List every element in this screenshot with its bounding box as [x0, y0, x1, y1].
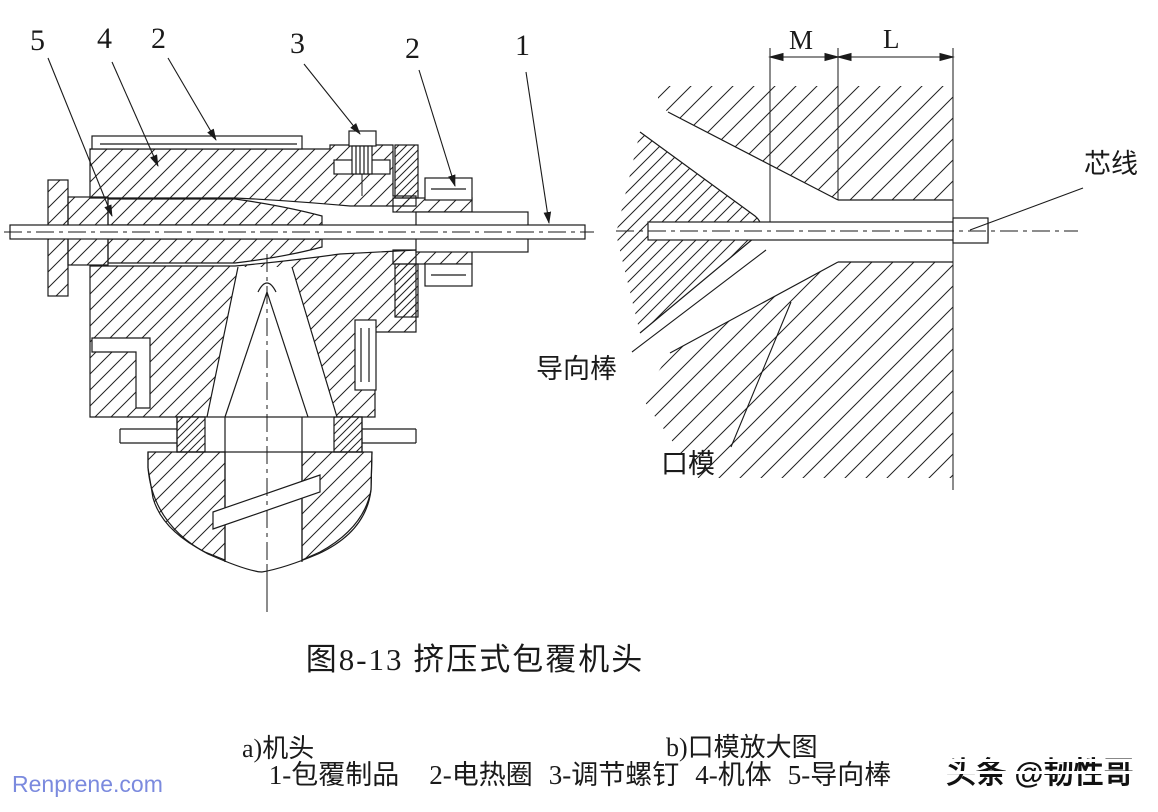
die-retainer-upper — [394, 144, 419, 199]
legend-item-5: 5-导向棒 — [787, 760, 892, 790]
label-leaders — [631, 187, 1084, 448]
inlet-neck-left — [147, 451, 226, 561]
label-core-wire: 芯线 — [1084, 149, 1138, 179]
byline-watermark: 头条 @韧性哥 — [946, 748, 1146, 790]
legend-item-2: 2-电热圈 — [429, 760, 533, 790]
figure-caption: 图8-13 挤压式包覆机头 — [305, 642, 645, 677]
callout-4: 4 — [97, 22, 112, 55]
callout-2b: 2 — [405, 32, 420, 65]
parts-legend: 1-包覆制品 2-电热圈 3-调节螺钉 4-机体 5-导向棒 — [160, 760, 1000, 791]
byline-text: 头条 @韧性哥 — [946, 757, 1134, 790]
left-slot — [91, 337, 151, 409]
heater-band-top — [91, 135, 303, 150]
subcaption-b: b)口模放大图 — [666, 733, 818, 762]
legend-item-4: 4-机体 — [695, 760, 772, 790]
callout-leaders — [47, 57, 552, 224]
die-retainer-lower — [394, 263, 419, 318]
adjusting-screw-head — [348, 130, 377, 147]
bottom-flange-ring — [176, 416, 363, 453]
die-metal-lower — [642, 262, 953, 478]
legend-item-3: 3-调节螺钉 — [548, 760, 680, 790]
view-a-die-head-section — [4, 57, 594, 612]
dim-label-l: L — [883, 24, 900, 54]
side-stud — [354, 319, 377, 391]
label-die: 口模 — [661, 449, 715, 479]
byline-stripe — [946, 759, 1146, 762]
callout-5: 5 — [30, 24, 45, 57]
view-b-die-enlarged — [616, 48, 1084, 490]
byline-stripe — [946, 771, 1146, 774]
guide-rod-upper — [107, 198, 323, 226]
dimension-lines — [768, 48, 955, 490]
callout-2a: 2 — [151, 22, 166, 55]
adjusting-screw-shank — [351, 145, 373, 175]
guide-rod-lower — [107, 238, 323, 264]
callout-3: 3 — [290, 27, 305, 60]
dim-label-m: M — [789, 25, 814, 55]
die-metal-upper — [658, 86, 953, 200]
subcaption-a: a)机头 — [242, 734, 315, 763]
cone-channel — [207, 267, 337, 417]
label-guide-rod: 导向棒 — [536, 354, 617, 384]
site-watermark: Renprene.com — [12, 771, 163, 797]
legend-item-1: 1-包覆制品 — [268, 760, 400, 790]
callout-1: 1 — [515, 29, 530, 62]
